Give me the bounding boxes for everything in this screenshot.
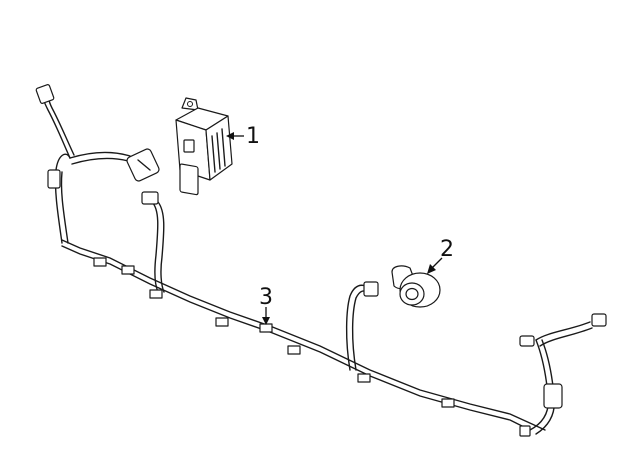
connector-top-left: [35, 84, 55, 104]
control-module: [175, 97, 233, 196]
right-clip: [543, 383, 563, 409]
sensor-face-outer: [399, 282, 425, 306]
callout-2-leader: [431, 257, 443, 269]
clip: [215, 317, 229, 327]
connector-right: [591, 313, 607, 327]
module-mount-ear: [181, 97, 199, 111]
harness-trunk: [61, 239, 546, 431]
harness-clips: [93, 257, 455, 408]
callout-2-label: 2: [440, 237, 454, 262]
harness-right-lead: [535, 321, 591, 341]
callout-1-label: 1: [246, 124, 260, 149]
clip: [287, 345, 301, 355]
mount-hole: [187, 101, 193, 107]
harness-left-riser-inner: [60, 171, 69, 244]
parking-sensor: [391, 265, 441, 308]
module-ribs: [211, 128, 226, 173]
connector-right-small: [519, 335, 535, 347]
harness-module-lead-inner: [71, 157, 133, 165]
sensor-face-inner: [405, 287, 419, 301]
harness-right-lead-inner: [539, 327, 593, 347]
callout-2: 2: [427, 237, 454, 274]
harness-center-left-drop: [151, 201, 159, 293]
callout-3: 3: [259, 285, 273, 325]
callout-1-arrow: [226, 132, 234, 140]
harness-center-left-drop-inner: [157, 201, 165, 293]
clip: [441, 398, 455, 408]
connector-bottom-right: [519, 425, 531, 437]
connector-detail: [137, 159, 151, 171]
connector-center-right: [363, 281, 379, 297]
harness-top-left-lead-inner: [47, 91, 75, 156]
harness-center-right-rise: [345, 284, 367, 371]
clip: [259, 323, 273, 333]
callout-1: 1: [226, 124, 260, 149]
clip: [357, 373, 371, 383]
clip: [93, 257, 107, 267]
callout-3-label: 3: [259, 285, 273, 310]
module-connector-latch: [183, 139, 195, 153]
clip: [149, 289, 163, 299]
callout-2-arrow: [427, 264, 436, 274]
module-connector-socket: [179, 163, 199, 196]
clip: [121, 265, 135, 275]
connector-clip-left: [47, 169, 61, 189]
harness-center-right-rise-inner: [351, 290, 369, 371]
connector-center-left: [141, 191, 159, 205]
harness-module-lead: [69, 151, 131, 159]
wiring-harness: [35, 84, 607, 437]
callout-3-arrow: [262, 317, 270, 325]
